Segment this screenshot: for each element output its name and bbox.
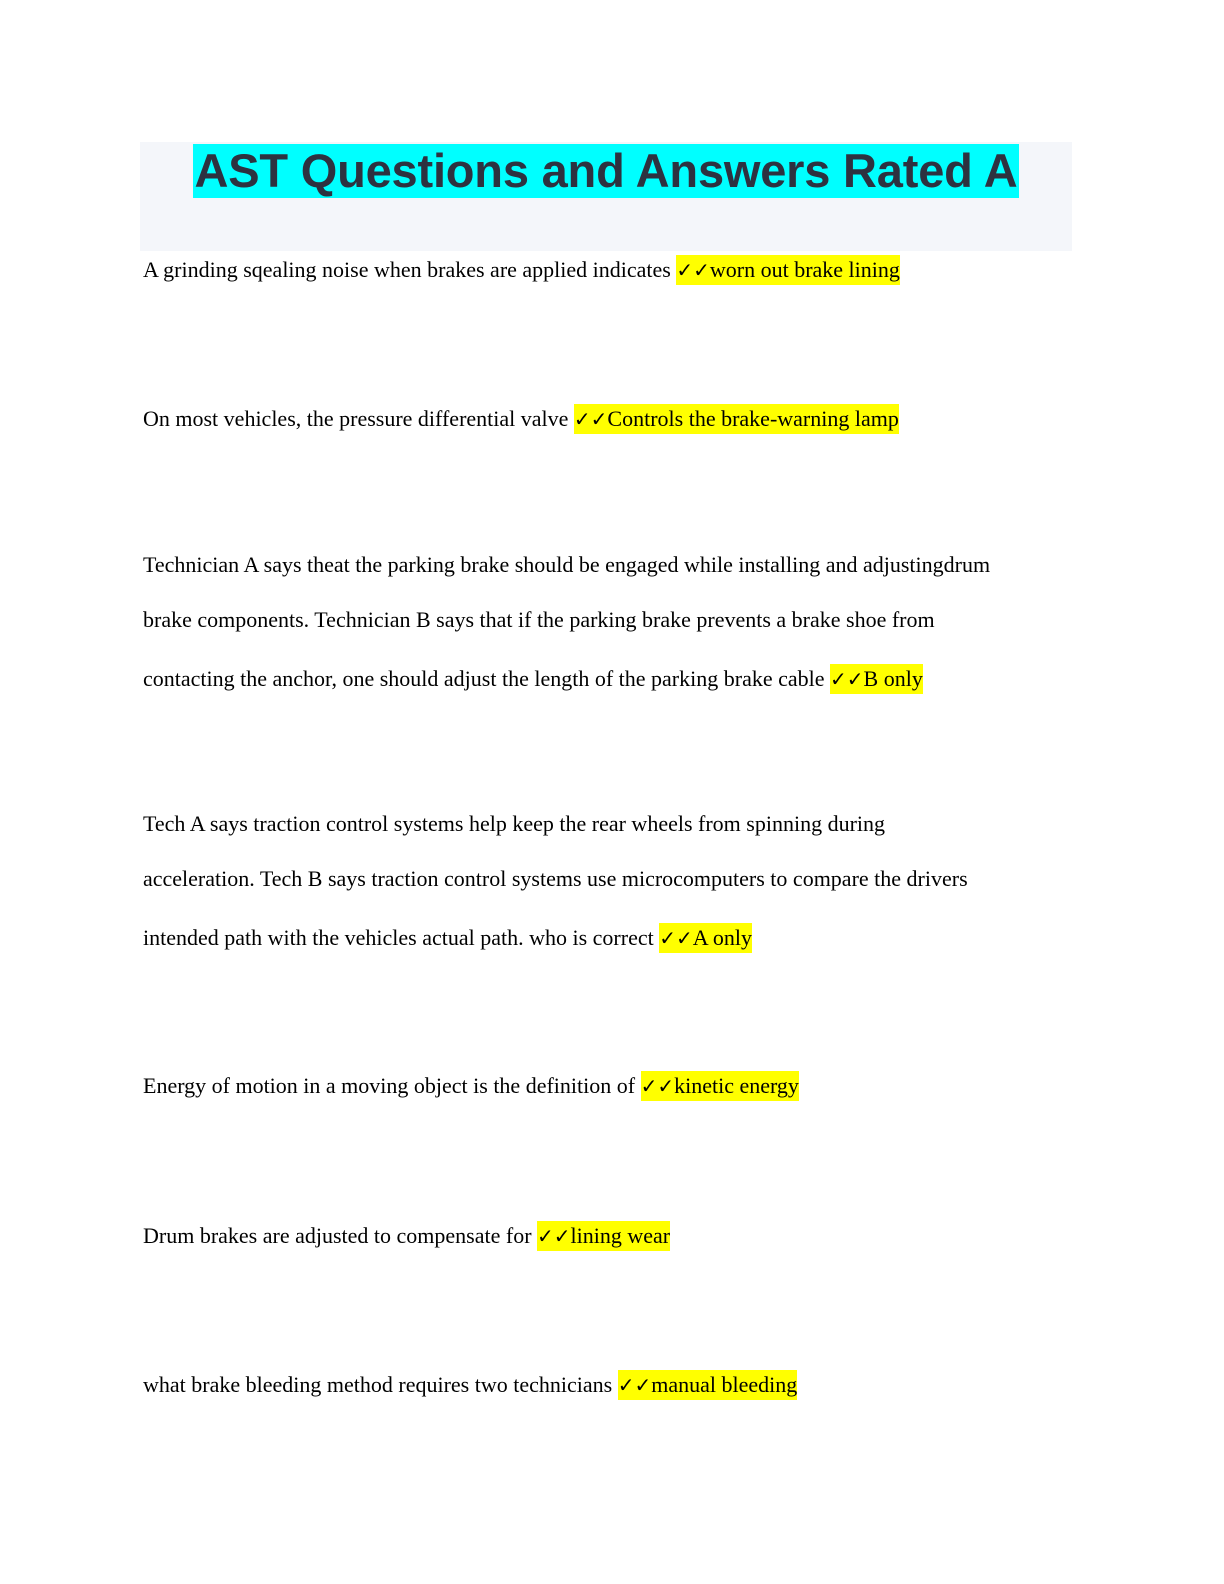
qa-item-7: what brake bleeding method requires two … — [143, 1356, 1078, 1411]
qa-item-2: On most vehicles, the pressure different… — [143, 390, 1078, 445]
qa-line: brake components. Technician B says that… — [143, 591, 1078, 646]
qa-item-4: Tech A says traction control systems hel… — [143, 795, 1078, 964]
question-text: On most vehicles, the pressure different… — [143, 406, 569, 431]
qa-line: contacting the anchor, one should adjust… — [143, 650, 1078, 705]
qa-line: Drum brakes are adjusted to compensate f… — [143, 1207, 1078, 1262]
answer-highlight: ✓✓manual bleeding — [617, 1370, 798, 1400]
qa-line: intended path with the vehicles actual p… — [143, 909, 1078, 964]
qa-line: On most vehicles, the pressure different… — [143, 390, 1078, 445]
answer-highlight: ✓✓worn out brake lining — [676, 255, 900, 285]
question-text: Tech A says traction control systems hel… — [143, 811, 886, 836]
title-block: AST Questions and Answers Rated A — [140, 142, 1072, 251]
answer-text: kinetic energy — [674, 1073, 799, 1098]
answer-highlight: ✓✓lining wear — [537, 1221, 671, 1251]
qa-item-3: Technician A says theat the parking brak… — [143, 536, 1078, 705]
question-text: Drum brakes are adjusted to compensate f… — [143, 1223, 532, 1248]
qa-item-1: A grinding sqealing noise when brakes ar… — [143, 241, 1078, 296]
answer-text: manual bleeding — [651, 1372, 798, 1397]
answer-text: worn out brake lining — [709, 257, 900, 282]
question-text: Energy of motion in a moving object is t… — [143, 1073, 636, 1098]
question-text: brake components. Technician B says that… — [143, 607, 935, 632]
question-text: what brake bleeding method requires two … — [143, 1372, 613, 1397]
document-title: AST Questions and Answers Rated A — [193, 144, 1019, 198]
qa-item-5: Energy of motion in a moving object is t… — [143, 1057, 1078, 1112]
answer-highlight: ✓✓A only — [659, 923, 753, 953]
qa-line: Tech A says traction control systems hel… — [143, 795, 1078, 850]
qa-line: Energy of motion in a moving object is t… — [143, 1057, 1078, 1112]
question-text: A grinding sqealing noise when brakes ar… — [143, 257, 671, 282]
qa-line: A grinding sqealing noise when brakes ar… — [143, 241, 1078, 296]
double-check-icon: ✓✓ — [830, 667, 864, 691]
question-text: Technician A says theat the parking brak… — [143, 552, 991, 577]
double-check-icon: ✓✓ — [537, 1224, 571, 1248]
qa-line: acceleration. Tech B says traction contr… — [143, 850, 1078, 905]
answer-highlight: ✓✓Controls the brake-warning lamp — [573, 404, 899, 434]
answer-text: A only — [692, 925, 753, 950]
qa-item-6: Drum brakes are adjusted to compensate f… — [143, 1207, 1078, 1262]
double-check-icon: ✓✓ — [573, 407, 608, 431]
question-text: intended path with the vehicles actual p… — [143, 925, 654, 950]
qa-line: what brake bleeding method requires two … — [143, 1356, 1078, 1411]
double-check-icon: ✓✓ — [659, 926, 693, 950]
question-text: contacting the anchor, one should adjust… — [143, 666, 825, 691]
question-text: acceleration. Tech B says traction contr… — [143, 866, 968, 891]
double-check-icon: ✓✓ — [676, 258, 710, 282]
double-check-icon: ✓✓ — [617, 1373, 652, 1397]
qa-line: Technician A says theat the parking brak… — [143, 536, 1078, 591]
answer-text: B only — [863, 666, 923, 691]
double-check-icon: ✓✓ — [640, 1074, 675, 1098]
answer-highlight: ✓✓B only — [830, 664, 923, 694]
answer-text: Controls the brake-warning lamp — [607, 406, 899, 431]
answer-highlight: ✓✓kinetic energy — [640, 1071, 799, 1101]
answer-text: lining wear — [570, 1223, 671, 1248]
